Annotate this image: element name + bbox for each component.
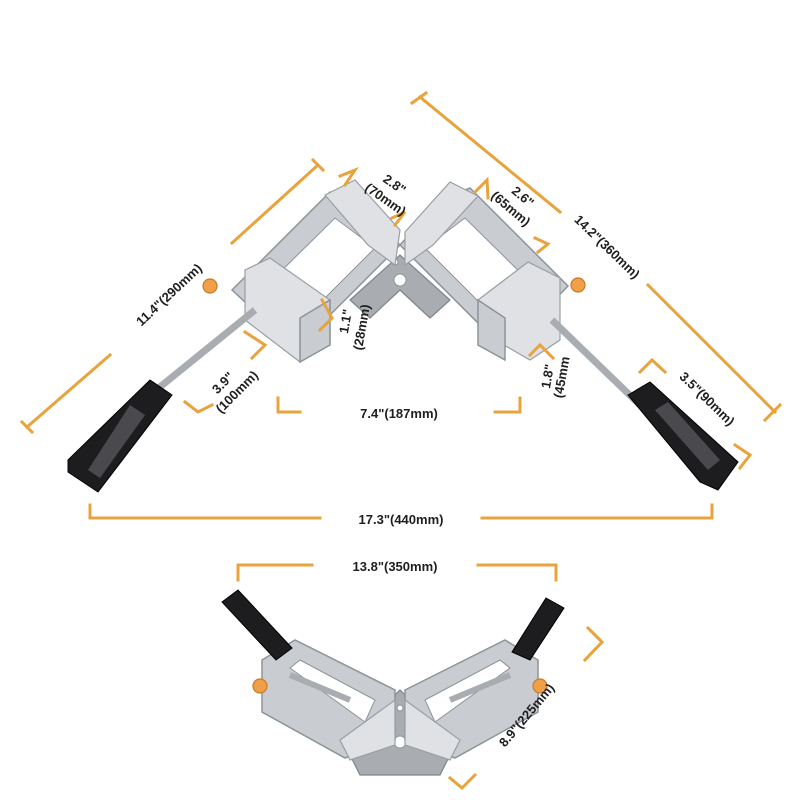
left-fixed-jaw [324, 179, 401, 267]
bottom-right-screw [448, 672, 512, 703]
bottom-right-knob [532, 678, 548, 694]
left-screw [147, 307, 258, 398]
top-clamp [67, 179, 739, 493]
dim-line-opening-right [527, 342, 556, 361]
label-bottom-width: 13.8"(350mm) [353, 559, 438, 574]
dim-line-bottom-depth [582, 625, 605, 663]
dim-line-jaw-right [472, 176, 490, 200]
right-fixed-jaw [404, 181, 479, 267]
dim-line-opening-left [242, 329, 268, 361]
label-inner-span: 7.4"(187mm) [360, 406, 438, 421]
bottom-base-hole [396, 704, 404, 712]
dim-line-bottom-width [236, 563, 314, 582]
dim-line-left-arm [310, 157, 326, 173]
label-jaw-height-in: 1.1" [336, 308, 355, 334]
left-moving-jaw-face [299, 298, 331, 364]
dim-line-jaw-height [317, 297, 334, 333]
dim-line-opening-left [182, 399, 215, 414]
dim-line-handle [637, 357, 668, 375]
dim-line-handle [732, 442, 753, 471]
dim-line-jaw-left [390, 210, 407, 228]
dim-line-bottom-width [476, 563, 558, 582]
dim-line-left-arm [24, 352, 113, 430]
dimension-lines [19, 90, 783, 791]
label-opening-right-in: 1.8" [538, 363, 557, 389]
label-arm-left: 11.4"(290mm) [133, 261, 205, 329]
label-arm-right: 14.2"(360mm) [571, 212, 643, 282]
bottom-clamp [221, 589, 565, 776]
bottom-left-screw [288, 672, 352, 703]
dim-line-right-arm [645, 282, 778, 415]
right-screw [549, 317, 643, 408]
label-opening-right-mm: (45mm [551, 355, 573, 399]
left-handle-grip [88, 405, 145, 478]
dim-line-jaw-right [533, 236, 551, 255]
dim-line-jaw-left [338, 166, 359, 188]
left-knob [202, 278, 218, 294]
bottom-left-handle [221, 589, 293, 661]
dim-line-inner-span [276, 396, 302, 414]
label-overall-width: 17.3"(440mm) [359, 512, 444, 527]
dim-line-right-arm [417, 94, 563, 215]
bottom-right-jaw [404, 698, 461, 761]
bottom-left-jaw [339, 698, 396, 761]
dim-line-inner-span [493, 396, 522, 414]
dim-line-left-arm [229, 162, 321, 246]
dim-line-overall [480, 503, 714, 520]
bottom-left-knob [252, 678, 268, 694]
dim-line-overall [88, 503, 322, 520]
bottom-base-hole [393, 735, 407, 749]
bottom-right-handle [511, 597, 565, 661]
right-moving-jaw-face [477, 298, 506, 362]
base-hole [393, 273, 407, 287]
dim-line-bottom-depth [447, 772, 478, 791]
right-knob [570, 277, 586, 293]
dim-line-right-arm [762, 402, 783, 423]
right-handle-grip [655, 402, 720, 470]
